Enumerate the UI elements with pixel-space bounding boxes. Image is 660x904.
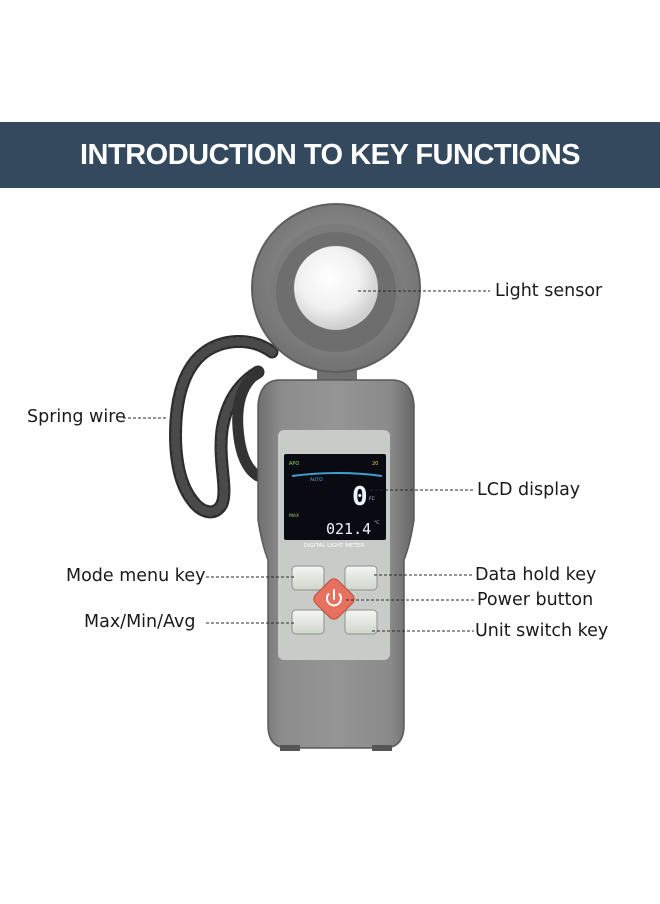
sensor-dome-icon [294,246,378,330]
power-icon [326,589,342,607]
data-hold-key[interactable] [344,565,378,591]
callout-power-button: Power button [477,590,594,610]
lcd-mode: AUTO [310,477,323,483]
spring-wire [169,334,279,519]
callout-spring-wire: Spring wire [27,407,126,427]
unit-switch-key[interactable] [344,609,378,635]
power-button[interactable] [311,576,356,621]
lcd-apo: APO [289,461,299,467]
max-min-avg-key[interactable] [291,609,325,635]
lcd-main-unit: FC [369,496,375,502]
light-sensor [251,203,421,373]
lcd-temp-unit: °C [374,520,379,526]
lcd-side-label: MAX [289,513,299,519]
callout-light-sensor: Light sensor [495,281,603,301]
lcd-top-right: 20 [372,461,378,467]
leader-lines [123,290,490,632]
page-title: INTRODUCTION TO KEY FUNCTIONS [80,138,581,171]
lcd-main-reading: 0 [352,482,368,512]
callout-lcd-display: LCD display [477,480,581,500]
model-label: DIGITAL LIGHT METER [304,543,364,549]
title-banner: INTRODUCTION TO KEY FUNCTIONS [0,122,660,188]
mode-menu-key[interactable] [291,565,325,591]
lcd-display: APO 20 AUTO 0 FC MAX 021.4 °C [284,454,386,540]
callout-mode-menu-key: Mode menu key [66,566,206,586]
callout-unit-switch-key: Unit switch key [475,621,609,641]
device-body [257,379,415,751]
callout-max-min-avg: Max/Min/Avg [84,612,196,632]
callout-data-hold-key: Data hold key [475,565,597,585]
lcd-temperature: 021.4 [326,520,371,538]
